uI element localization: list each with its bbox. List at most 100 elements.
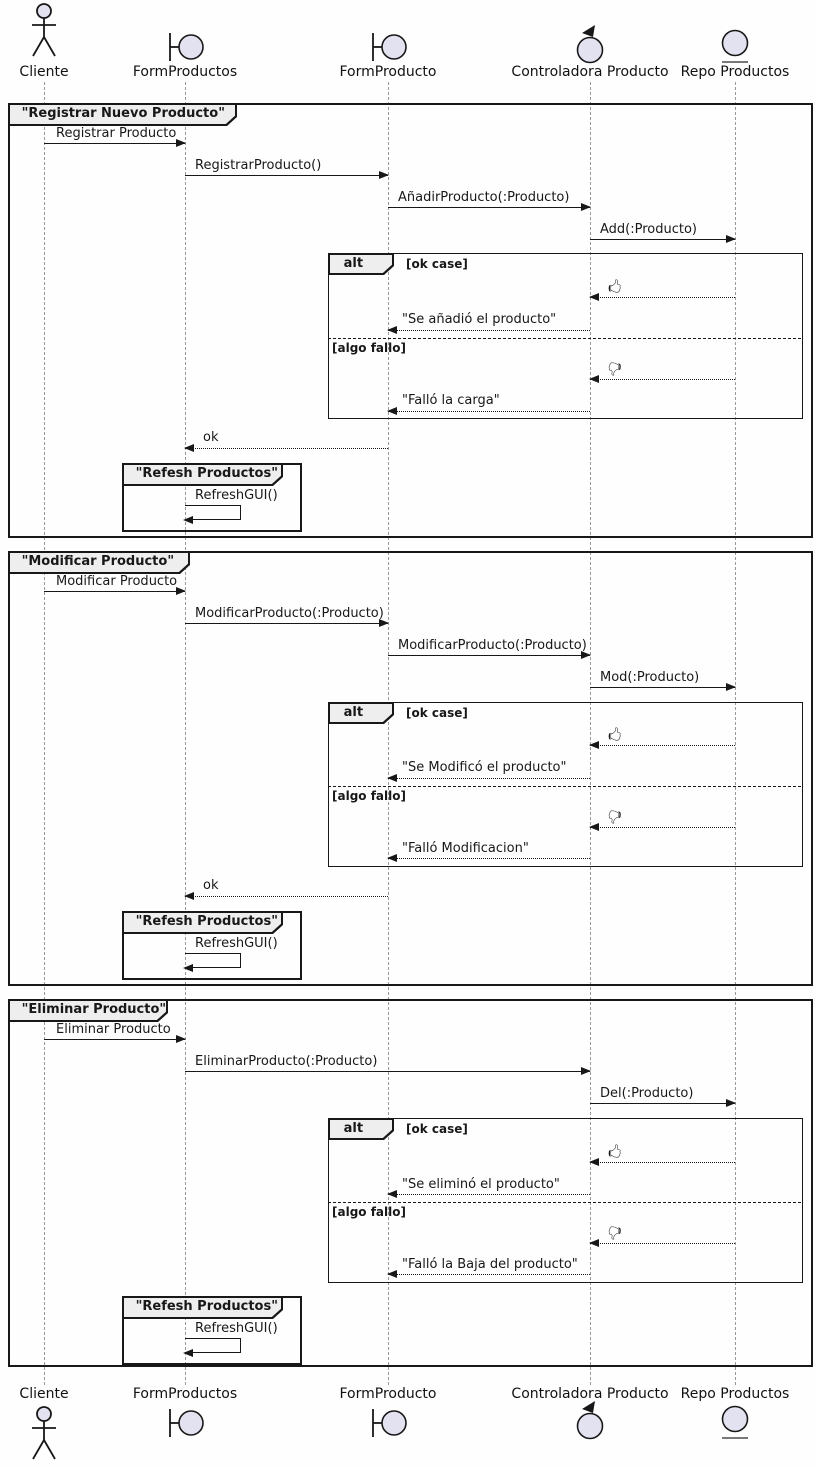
message-label: Eliminar Producto [56, 1022, 171, 1037]
message-arrow [388, 203, 591, 211]
frame-eliminar-producto [8, 999, 813, 1367]
self-message-label: RefreshGUI() [195, 1321, 278, 1336]
message-label: Modificar Producto [56, 574, 178, 589]
message-label: Del(:Producto) [600, 1086, 694, 1101]
return-label: "Se eliminó el producto" [402, 1177, 560, 1192]
self-message-label: RefreshGUI() [195, 488, 278, 503]
participant-label-controladora: Controladora Producto [511, 64, 669, 80]
frame-title: "Refesh Productos" [135, 1299, 278, 1314]
self-message-arrow [183, 953, 241, 972]
message-arrow [590, 683, 736, 691]
return-arrow [387, 774, 590, 782]
self-message-arrow [183, 1338, 241, 1357]
alt-tab: alt [328, 702, 394, 724]
return-arrow [589, 823, 735, 831]
alt-fragment [328, 1118, 803, 1283]
message-label: Registrar Producto [56, 126, 177, 141]
alt-keyword: alt [343, 255, 364, 271]
return-label: "Falló Modificacion" [402, 841, 529, 856]
return-label: "Falló la carga" [402, 393, 500, 408]
return-arrow [184, 892, 388, 900]
frame-registrar-nuevo-producto [8, 103, 813, 538]
frame-title-tab: "Refesh Productos" [122, 911, 283, 934]
lifeline-formproducto [388, 82, 389, 1385]
participant-label-formproducto: FormProducto [339, 64, 437, 80]
alt-divider [328, 786, 801, 787]
control-icon [576, 25, 604, 64]
message-label: Add(:Producto) [600, 222, 698, 237]
frame-title-tab: "Registrar Nuevo Producto" [8, 103, 237, 126]
return-label: "Se añadió el producto" [402, 312, 557, 327]
message-arrow [590, 235, 736, 243]
frame-title: "Refesh Productos" [135, 466, 278, 481]
message-arrow [185, 1067, 591, 1075]
frame-modificar-producto [8, 551, 813, 986]
participant-label-cliente: Cliente [19, 64, 69, 80]
actor-icon [32, 1406, 56, 1460]
return-arrow [589, 293, 735, 301]
alt-guard-ok: [ok case] [406, 706, 468, 720]
participant-label-formproductos: FormProductos [132, 64, 238, 80]
return-label: ok [203, 430, 219, 445]
message-label: RegistrarProducto() [195, 158, 322, 173]
message-arrow [44, 587, 186, 595]
frame-title: "Registrar Nuevo Producto" [21, 106, 225, 121]
lifeline-cliente [44, 82, 45, 1385]
return-arrow [387, 1270, 590, 1278]
alt-guard-fail: [algo fallo] [332, 789, 406, 803]
return-label: "Se Modificó el producto" [402, 760, 567, 775]
thumbs-up-icon: 🖒 [608, 728, 622, 744]
boundary-icon [372, 1409, 407, 1437]
return-label: ok [203, 878, 219, 893]
alt-guard-ok: [ok case] [406, 257, 468, 271]
boundary-icon [169, 1409, 204, 1437]
return-arrow [387, 326, 590, 334]
alt-divider [328, 338, 801, 339]
message-arrow [590, 1099, 736, 1107]
control-icon [576, 1401, 604, 1440]
return-arrow [589, 1158, 735, 1166]
frame-title-tab: "Eliminar Producto" [8, 999, 168, 1022]
lifeline-formproductos [185, 82, 186, 1385]
frame-title: "Eliminar Producto" [21, 1002, 167, 1017]
return-arrow [589, 741, 735, 749]
message-label: EliminarProducto(:Producto) [195, 1054, 378, 1069]
participant-label-cliente: Cliente [19, 1386, 69, 1402]
frame-title-tab: "Modificar Producto" [8, 551, 190, 574]
alt-keyword: alt [343, 704, 364, 720]
alt-fragment [328, 702, 803, 867]
participant-label-repo: Repo Productos [680, 64, 790, 80]
frame-title: "Refesh Productos" [135, 914, 278, 929]
alt-keyword: alt [343, 1120, 364, 1136]
return-arrow [387, 854, 590, 862]
alt-fragment [328, 253, 803, 419]
alt-guard-fail: [algo fallo] [332, 341, 406, 355]
message-arrow [185, 619, 389, 627]
self-message-arrow [183, 505, 241, 524]
thumbs-down-icon: 🖓 [608, 362, 622, 378]
boundary-icon [372, 33, 407, 61]
thumbs-up-icon: 🖒 [608, 280, 622, 296]
return-label: "Falló la Baja del producto" [402, 1257, 578, 1272]
thumbs-up-icon: 🖒 [608, 1145, 622, 1161]
participant-label-formproductos: FormProductos [132, 1386, 238, 1402]
participant-label-repo: Repo Productos [680, 1386, 790, 1402]
message-arrow [388, 651, 591, 659]
alt-guard-ok: [ok case] [406, 1122, 468, 1136]
frame-title-tab: "Refesh Productos" [122, 463, 283, 486]
message-label: ModificarProducto(:Producto) [398, 638, 587, 653]
message-arrow [44, 139, 186, 147]
alt-divider [328, 1202, 801, 1203]
thumbs-down-icon: 🖓 [608, 810, 622, 826]
message-arrow [44, 1035, 186, 1043]
return-arrow [387, 1190, 590, 1198]
entity-icon [721, 29, 749, 63]
message-arrow [185, 171, 389, 179]
return-arrow [589, 1239, 735, 1247]
participant-label-controladora: Controladora Producto [511, 1386, 669, 1402]
lifeline-controladora-producto [590, 82, 591, 1385]
message-label: AñadirProducto(:Producto) [398, 190, 570, 205]
entity-icon [721, 1405, 749, 1439]
message-label: Mod(:Producto) [600, 670, 700, 685]
